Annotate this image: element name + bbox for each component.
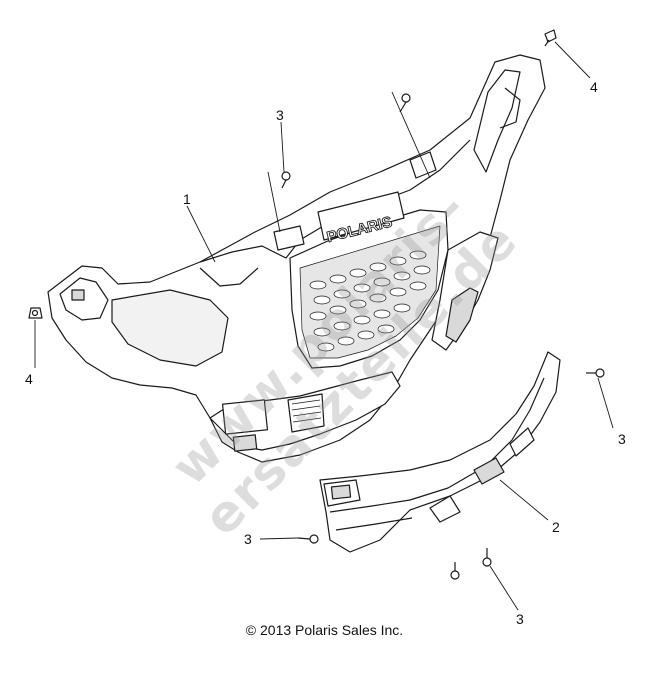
callout-part-3-lower-left: 3 <box>244 531 252 547</box>
fastener-screw-top <box>399 93 411 113</box>
callout-part-3-upper: 3 <box>276 107 284 123</box>
copyright-notice: © 2013 Polaris Sales Inc. <box>245 622 404 638</box>
callout-part-3-right: 3 <box>618 431 626 447</box>
callout-part-1: 1 <box>183 191 191 207</box>
callout-part-4-right: 4 <box>590 79 598 95</box>
callout-part-2: 2 <box>552 519 560 535</box>
fastener-screw-3-upper <box>281 171 291 189</box>
fastener-clip-4-right <box>544 29 557 47</box>
front-bumper-part-1: POLARIS <box>47 54 546 463</box>
fastener-screw-3-lower-a <box>450 562 460 580</box>
lower-trim-part-2 <box>319 351 561 553</box>
leader-lines <box>34 41 614 611</box>
fastener-screw-3-right <box>586 368 605 378</box>
fastener-clip-4-left <box>28 307 43 319</box>
fastener-screw-3-lower-left <box>297 534 319 544</box>
callout-part-3-bottom: 3 <box>516 611 524 627</box>
grille-mesh <box>299 225 441 359</box>
fastener-screw-3-lower-b <box>482 548 492 567</box>
callout-part-4-left: 4 <box>25 371 33 387</box>
